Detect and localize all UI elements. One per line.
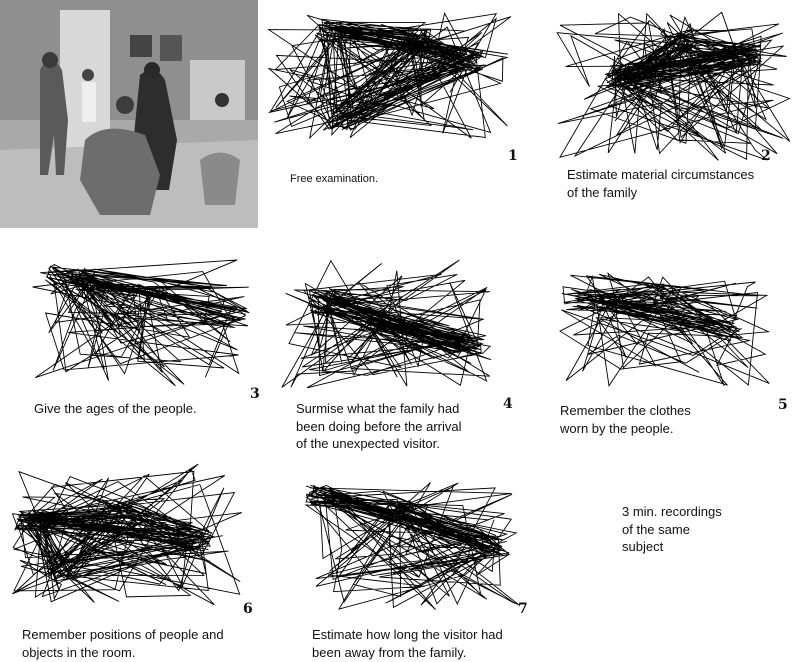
scanpath-3 bbox=[32, 259, 250, 387]
scanpath-5 bbox=[559, 272, 771, 388]
panel-3-number: 3 bbox=[250, 386, 260, 402]
panel-1-number: 1 bbox=[508, 148, 518, 164]
scanpath-7 bbox=[304, 482, 520, 611]
scanpath-1 bbox=[267, 12, 512, 140]
panel-5-number: 5 bbox=[778, 397, 788, 413]
panel-1-caption: Free examination. bbox=[290, 173, 379, 185]
scanpath-4 bbox=[281, 259, 492, 389]
scanpath-6 bbox=[11, 463, 242, 606]
panel-2-number: 2 bbox=[761, 148, 771, 164]
panel-4-number: 4 bbox=[503, 396, 513, 412]
painting bbox=[0, 0, 258, 228]
panel-6-number: 6 bbox=[243, 601, 253, 617]
scanpaths bbox=[11, 11, 791, 611]
panel-7-number: 7 bbox=[518, 601, 528, 617]
panel-3-caption: Give the ages of the people. bbox=[34, 401, 197, 416]
scanpath-2 bbox=[556, 11, 791, 161]
